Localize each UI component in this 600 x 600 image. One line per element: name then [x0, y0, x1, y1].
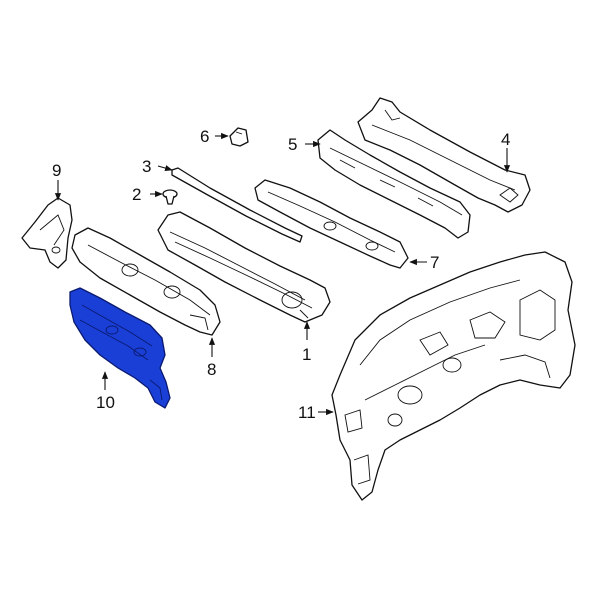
callout-11: 11 [298, 403, 316, 422]
part-4-cowl-top [357, 97, 531, 213]
callout-labels: 1 2 3 4 5 6 7 8 9 10 11 [52, 127, 510, 422]
part-11-dash-panel [331, 251, 576, 501]
callout-5: 5 [288, 135, 297, 154]
part-7-cowl-reinforcement [254, 179, 409, 269]
callout-6: 6 [200, 127, 209, 146]
callout-4: 4 [501, 130, 510, 149]
callout-7: 7 [430, 253, 439, 272]
part-8-dash-reinforcement [71, 227, 221, 336]
callout-10: 10 [96, 393, 115, 412]
part-2-clip [162, 189, 178, 205]
callout-1: 1 [302, 345, 311, 364]
part-10-dash-insulator [69, 287, 171, 409]
callout-9: 9 [52, 161, 61, 180]
part-6-small-bracket [229, 127, 249, 147]
callout-8: 8 [207, 360, 216, 379]
part-3-weatherstrip [171, 167, 303, 243]
part-5-cowl-panel [317, 129, 471, 239]
part-1-cowl-top-panel [157, 211, 331, 323]
part-9-bracket [21, 197, 73, 269]
callout-3: 3 [142, 157, 151, 176]
leader-lines [54, 132, 511, 416]
callout-2: 2 [132, 185, 141, 204]
